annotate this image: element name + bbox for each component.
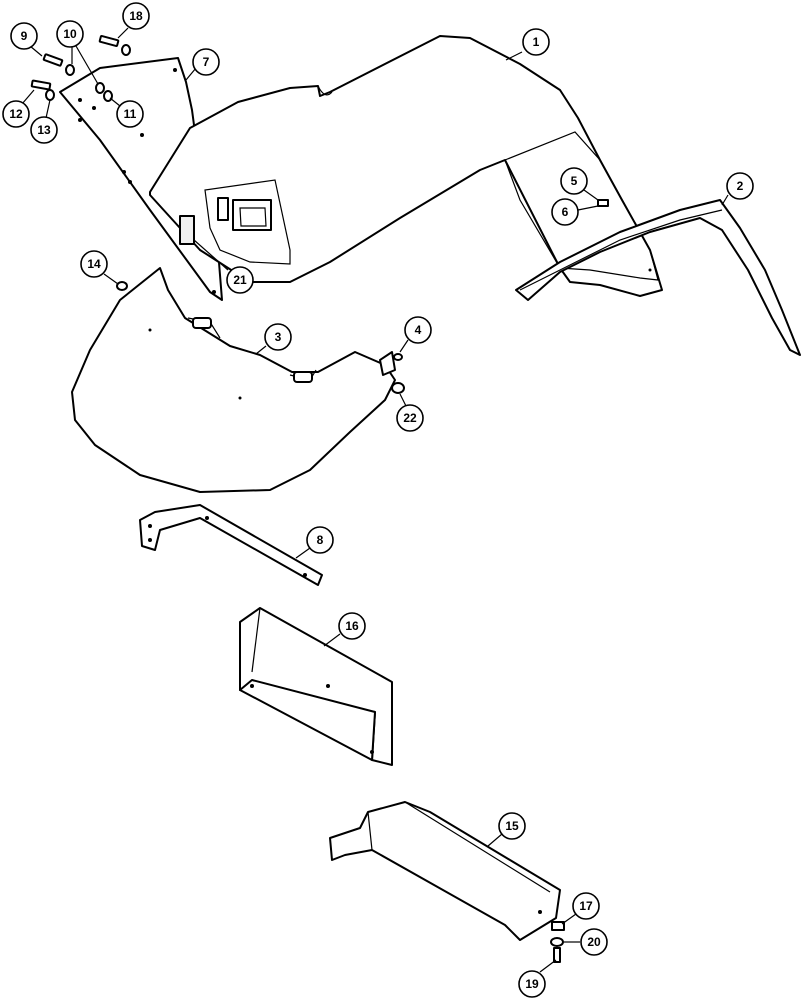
callout-3-circle bbox=[264, 323, 292, 351]
callout-3: 3 bbox=[275, 330, 282, 344]
callout-21-circle bbox=[226, 266, 254, 294]
callout-13-circle bbox=[30, 116, 58, 144]
callout-1-circle bbox=[522, 28, 550, 56]
callout-11: 11 bbox=[124, 107, 137, 121]
callout-1: 1 bbox=[533, 35, 540, 49]
trim-rail-part-2 bbox=[515, 199, 801, 356]
callout-14: 14 bbox=[87, 257, 101, 271]
callout-20: 20 bbox=[587, 935, 601, 949]
callout-4-circle bbox=[404, 316, 432, 344]
callout-11-circle bbox=[116, 100, 144, 128]
callout-14-circle bbox=[80, 250, 108, 278]
callout-17: 17 bbox=[579, 899, 593, 913]
lower-fender-part-3 bbox=[71, 267, 396, 493]
callout-6-circle bbox=[551, 198, 579, 226]
callout-12-circle bbox=[2, 100, 30, 128]
callout-9: 9 bbox=[21, 29, 28, 43]
callout-7: 7 bbox=[203, 55, 210, 69]
callout-19-circle bbox=[518, 970, 546, 998]
callout-10-circle bbox=[56, 20, 84, 48]
callout-16: 16 bbox=[345, 619, 359, 633]
callout-18: 18 bbox=[129, 9, 143, 23]
callouts: 1 2 3 4 5 6 7 8 9 10 bbox=[2, 2, 754, 998]
callout-5: 5 bbox=[571, 174, 578, 188]
callout-13: 13 bbox=[37, 123, 51, 137]
callout-8: 8 bbox=[317, 533, 324, 547]
callout-18-circle bbox=[122, 2, 150, 30]
callout-8-circle bbox=[306, 526, 334, 554]
callout-16-circle bbox=[338, 612, 366, 640]
callout-7-circle bbox=[192, 48, 220, 76]
callout-4: 4 bbox=[415, 323, 422, 337]
fender-hood-part-1 bbox=[149, 35, 663, 297]
bracket-part-8 bbox=[139, 504, 323, 586]
callout-10: 10 bbox=[63, 27, 77, 41]
callout-15: 15 bbox=[505, 819, 519, 833]
callout-2-circle bbox=[726, 172, 754, 200]
hardware bbox=[30, 34, 609, 963]
callout-20-circle bbox=[580, 928, 608, 956]
callout-9-circle bbox=[10, 22, 38, 50]
callout-15-circle bbox=[498, 812, 526, 840]
callout-5-circle bbox=[560, 167, 588, 195]
callout-21: 21 bbox=[233, 273, 247, 287]
callout-22: 22 bbox=[403, 411, 417, 425]
callout-6: 6 bbox=[562, 205, 569, 219]
tray-part-16 bbox=[239, 607, 393, 766]
callout-19: 19 bbox=[525, 977, 539, 991]
step-part-15 bbox=[329, 801, 561, 941]
callout-2: 2 bbox=[737, 179, 744, 193]
callout-22-circle bbox=[396, 404, 424, 432]
callout-12: 12 bbox=[9, 107, 23, 121]
callout-17-circle bbox=[572, 892, 600, 920]
